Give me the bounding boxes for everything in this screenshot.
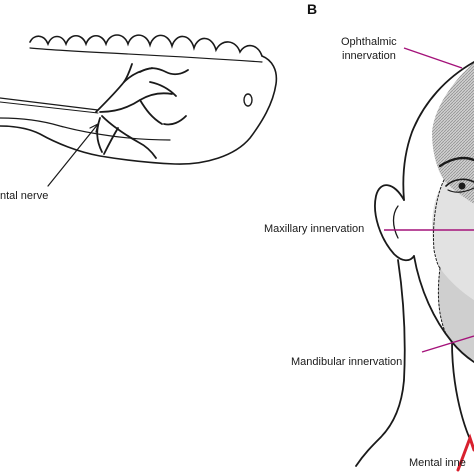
needle (0, 97, 99, 111)
ear (374, 184, 415, 262)
mandibular-pointer (421, 335, 474, 353)
mental-foramen (243, 93, 253, 107)
panel-b-letter: B (307, 1, 318, 17)
ophthalmic-label-line2: innervation (342, 50, 396, 62)
ophthalmic-pointer (403, 47, 463, 69)
mandibular-region (438, 268, 474, 360)
maxillary-label: Maxillary innervation (264, 223, 365, 235)
ophthalmic-label-line1: Ophthalmic (341, 36, 397, 48)
eyebrow (438, 156, 474, 168)
head-outline (402, 61, 474, 201)
mental-nerve-label: ntal nerve (0, 190, 49, 202)
mandibular-label: Mandibular innervation (291, 356, 403, 368)
mental-innervation-label: Mental inne (409, 457, 466, 469)
neck-outline (355, 259, 406, 467)
lower-teeth (29, 34, 263, 57)
mental-innervation-arrow (456, 433, 474, 472)
eye (445, 178, 474, 187)
mental-nerve-pointer (47, 123, 99, 187)
mandible-outline (0, 55, 278, 165)
mental-nerve-branches (95, 63, 189, 159)
panel-a-mandible (0, 34, 278, 187)
maxillary-region (432, 180, 474, 300)
panel-b-face (355, 61, 474, 467)
ophthalmic-region (432, 62, 474, 204)
label-pointers (384, 47, 474, 353)
